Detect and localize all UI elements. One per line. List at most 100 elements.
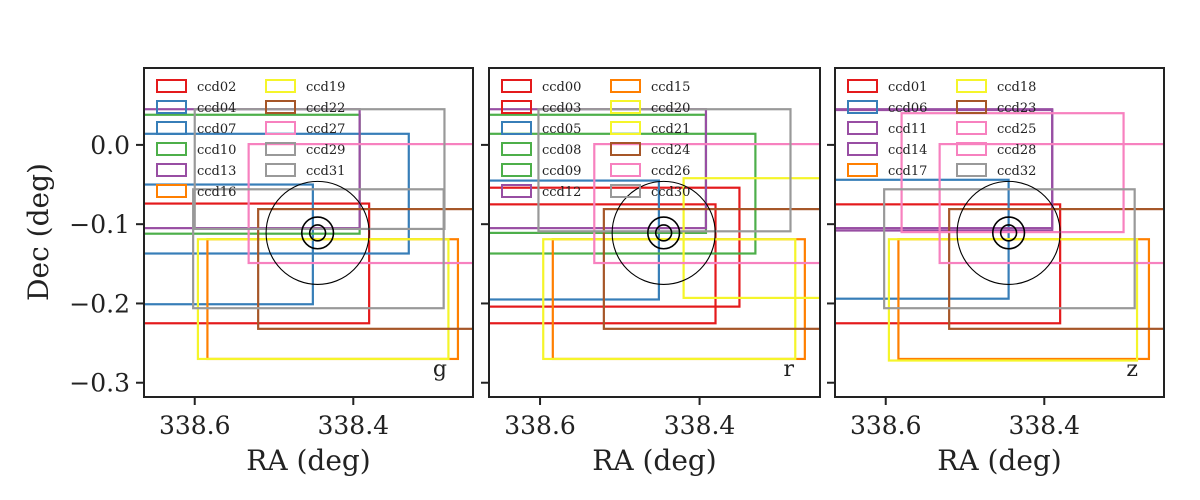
x-tick-label: 338.4	[664, 411, 736, 440]
legend-swatch-ccd11	[847, 121, 878, 135]
legend-swatch-ccd01	[847, 79, 878, 93]
legend-swatch-ccd14	[847, 142, 878, 156]
legend-swatch-ccd09	[501, 163, 532, 177]
legend-label-ccd24: ccd24	[651, 143, 690, 158]
ccd-rect-ccd19	[196, 238, 450, 361]
legend-swatch-ccd26	[610, 163, 641, 177]
legend-swatch-ccd16	[156, 184, 187, 198]
plot-area	[489, 108, 820, 361]
panel-r: ccd00ccd03ccd05ccd08ccd09ccd12ccd15ccd20…	[481, 67, 821, 477]
ccd-rect-ccd04	[144, 132, 410, 255]
legend-label-ccd28: ccd28	[997, 143, 1036, 158]
ccd-rect-ccd07	[144, 183, 314, 306]
legend-swatch-ccd15	[610, 79, 641, 93]
legend-swatch-ccd24	[610, 142, 641, 156]
legend-label-ccd23: ccd23	[997, 101, 1036, 116]
legend-swatch-ccd25	[956, 121, 987, 135]
x-axis-label: RA (deg)	[937, 444, 1061, 477]
legend-swatch-ccd29	[265, 142, 296, 156]
band-label-z: z	[1126, 357, 1138, 382]
ccd-rect-ccd30	[537, 108, 792, 233]
legend-swatch-ccd13	[156, 163, 187, 177]
legend-swatch-ccd31	[265, 163, 296, 177]
legend-swatch-ccd10	[156, 142, 187, 156]
legend-swatch-ccd20	[610, 100, 641, 114]
ccd-rect-ccd23	[948, 208, 1164, 330]
x-tick-label: 338.4	[318, 411, 390, 440]
legend-swatch-ccd12	[501, 184, 532, 198]
ccd-rect-ccd08	[489, 132, 757, 255]
legend-swatch-ccd06	[847, 100, 878, 114]
x-tick-label: 338.6	[850, 411, 922, 440]
target-circle-2	[300, 216, 335, 250]
x-axis-label: RA (deg)	[246, 444, 370, 477]
axes-frame	[143, 67, 474, 398]
legend-label-ccd20: ccd20	[651, 101, 690, 116]
legend-swatch-ccd30	[610, 184, 641, 198]
legend: ccd00ccd03ccd05ccd08ccd09ccd12ccd15ccd20…	[501, 79, 690, 200]
legend-label-ccd26: ccd26	[651, 164, 690, 179]
legend-swatch-ccd19	[265, 79, 296, 93]
ccd-rect-ccd29	[192, 188, 445, 310]
panel-z: ccd01ccd06ccd11ccd14ccd17ccd18ccd23ccd25…	[827, 67, 1165, 477]
x-axis-label: RA (deg)	[592, 444, 716, 477]
legend-swatch-ccd08	[501, 142, 532, 156]
ccd-rect-ccd22	[257, 208, 473, 330]
legend-label-ccd12: ccd12	[542, 185, 581, 200]
ccd-rect-ccd16	[206, 238, 460, 361]
legend: ccd02ccd04ccd07ccd10ccd13ccd16ccd19ccd22…	[156, 79, 345, 200]
target-circle-2	[647, 216, 681, 250]
plot-area	[835, 108, 1164, 362]
ccd-rect-ccd31	[193, 108, 446, 231]
band-label-g: g	[433, 357, 447, 382]
ccd-rect-ccd26	[593, 143, 820, 265]
ccd-rect-ccd24	[602, 208, 820, 330]
axes-frame	[834, 67, 1165, 398]
legend-swatch-ccd00	[501, 79, 532, 93]
ccd-rect-ccd32	[883, 188, 1136, 310]
legend-label-ccd14: ccd14	[888, 143, 927, 158]
legend-label-ccd06: ccd06	[888, 101, 927, 116]
y-tick-label: 0.0	[90, 131, 130, 160]
legend-label-ccd01: ccd01	[888, 80, 927, 95]
legend-label-ccd05: ccd05	[542, 122, 581, 137]
legend-swatch-ccd05	[501, 121, 532, 135]
axes-frame	[488, 67, 821, 398]
ccd-rect-ccd14	[835, 108, 1054, 230]
legend-label-ccd19: ccd19	[306, 80, 345, 95]
ccd-rect-ccd18	[887, 238, 1139, 362]
ccd-rect-ccd28	[938, 143, 1164, 265]
legend-swatch-ccd27	[265, 121, 296, 135]
y-tick-label: −0.1	[69, 210, 130, 239]
band-label-r: r	[783, 357, 794, 382]
legend-label-ccd31: ccd31	[306, 164, 345, 179]
legend-label-ccd13: ccd13	[197, 164, 236, 179]
legend-label-ccd25: ccd25	[997, 122, 1036, 137]
legend-label-ccd18: ccd18	[997, 80, 1036, 95]
target-circle-1	[611, 180, 716, 285]
legend-swatch-ccd28	[956, 142, 987, 156]
legend-swatch-ccd18	[956, 79, 987, 93]
target-circle-1	[956, 180, 1061, 285]
legend-label-ccd11: ccd11	[888, 122, 927, 137]
ccd-rect-ccd27	[247, 143, 473, 265]
legend-swatch-ccd21	[610, 121, 641, 135]
legend-swatch-ccd02	[156, 79, 187, 93]
y-tick-label: −0.3	[69, 369, 130, 398]
legend-swatch-ccd04	[156, 100, 187, 114]
legend-label-ccd09: ccd09	[542, 164, 581, 179]
ccd-rect-ccd25	[900, 112, 1125, 234]
legend-label-ccd00: ccd00	[542, 80, 581, 95]
x-tick-label: 338.6	[504, 411, 576, 440]
panel-g: ccd02ccd04ccd07ccd10ccd13ccd16ccd19ccd22…	[69, 67, 474, 477]
legend-swatch-ccd03	[501, 100, 532, 114]
legend-swatch-ccd22	[265, 100, 296, 114]
y-tick-label: −0.2	[69, 289, 130, 318]
y-axis-label: Dec (deg)	[22, 163, 55, 301]
legend-swatch-ccd23	[956, 100, 987, 114]
legend-label-ccd21: ccd21	[651, 122, 690, 137]
target-circle-2	[991, 216, 1026, 250]
legend-label-ccd29: ccd29	[306, 143, 345, 158]
target-circle-1	[265, 180, 370, 285]
